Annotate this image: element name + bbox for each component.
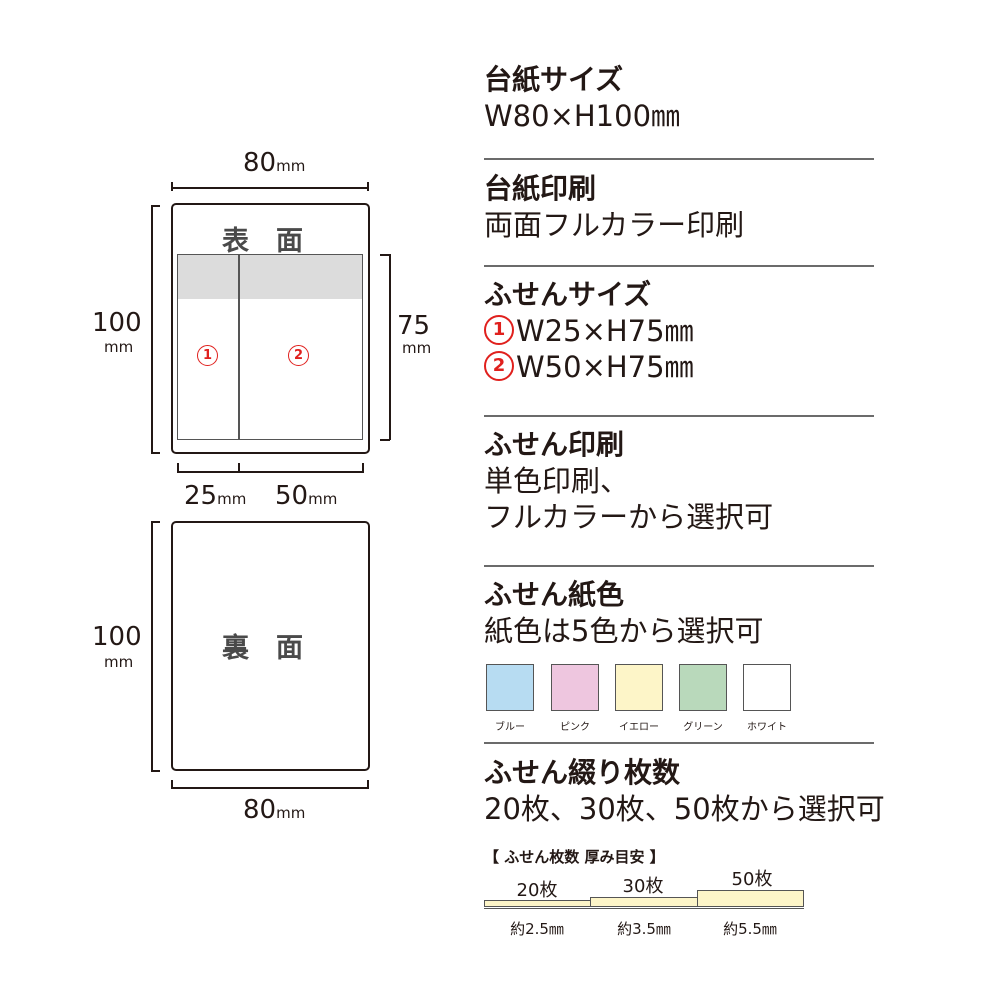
stack-30 xyxy=(590,897,698,907)
sticky-height-unit: mm xyxy=(402,339,432,357)
front-width-dimension: 80mm xyxy=(243,148,306,178)
board-print-value: 両面フルカラー印刷 xyxy=(484,208,745,242)
sticky-color-value: 紙色は5色から選択可 xyxy=(484,614,764,648)
sticky-sheets-title: ふせん綴り枚数 xyxy=(484,756,681,789)
swatch-white xyxy=(743,664,791,711)
marker-1-icon: 1 xyxy=(484,315,514,345)
swatch-blue xyxy=(486,664,534,711)
board-print-title: 台紙印刷 xyxy=(484,172,597,205)
swatch-pink xyxy=(551,664,599,711)
stack-count-50: 50枚 xyxy=(731,869,773,890)
sticky-height-line xyxy=(389,254,391,440)
divider xyxy=(484,742,874,744)
back-width-line xyxy=(172,787,368,789)
stack-thickness-20: 約2.5㎜ xyxy=(510,920,564,938)
thickness-guide-title: 【 ふせん枚数 厚み目安 】 xyxy=(484,848,665,866)
spec-board-size: 台紙サイズ W80×H100㎜ xyxy=(484,62,874,134)
front-width-line xyxy=(172,187,368,189)
front-label: 表 面 xyxy=(222,226,303,257)
marker-2-icon: 2 xyxy=(288,345,309,366)
swatch-label: ピンク xyxy=(560,722,590,733)
sticky-print-title: ふせん印刷 xyxy=(484,428,625,461)
stack-count-30: 30枚 xyxy=(622,876,664,897)
sticky-print-line-1: 単色印刷、 xyxy=(484,464,630,498)
swatch-label: イエロー xyxy=(619,722,659,733)
stack-baseline xyxy=(484,908,804,909)
sticky-size-title: ふせんサイズ xyxy=(484,278,652,311)
stack-50 xyxy=(697,890,804,907)
divider xyxy=(484,158,874,160)
spec-sticky-sheets: ふせん綴り枚数 20枚、30枚、50枚から選択可 xyxy=(484,755,885,827)
sticky-divider xyxy=(238,255,240,439)
front-height-line xyxy=(151,205,153,453)
sticky-color-title: ふせん紙色 xyxy=(484,578,625,611)
stack-thickness-30: 約3.5㎜ xyxy=(617,920,671,938)
marker-1-icon: 1 xyxy=(197,345,218,366)
divider xyxy=(484,415,874,417)
sticky-print-line-2: フルカラーから選択可 xyxy=(484,500,774,534)
swatch-label: グリーン xyxy=(683,722,723,733)
sticky-height-dimension: 75 xyxy=(397,311,431,341)
marker-2-icon: 2 xyxy=(484,351,514,381)
back-height-line xyxy=(151,521,153,771)
divider xyxy=(484,265,874,267)
back-width-dimension: 80mm xyxy=(243,795,306,825)
spec-sticky-color: ふせん紙色 紙色は5色から選択可 xyxy=(484,577,874,649)
sticky-width-line xyxy=(177,471,363,473)
swatch-yellow xyxy=(615,664,663,711)
back-height-unit: mm xyxy=(104,653,134,671)
divider xyxy=(484,565,874,567)
front-height-dimension: 100 xyxy=(92,308,142,338)
stack-20 xyxy=(484,900,591,907)
spec-sticky-print: ふせん印刷 単色印刷、 フルカラーから選択可 xyxy=(484,427,874,535)
board-size-value: W80×H100㎜ xyxy=(484,99,681,133)
sticky-glue-strip xyxy=(178,255,362,299)
stack-thickness-50: 約5.5㎜ xyxy=(723,920,777,938)
spec-board-print: 台紙印刷 両面フルカラー印刷 xyxy=(484,171,874,243)
swatch-label: ブルー xyxy=(495,722,525,733)
back-card xyxy=(171,521,370,771)
swatch-label: ホワイト xyxy=(747,722,787,733)
back-label: 裏 面 xyxy=(222,633,303,664)
swatch-green xyxy=(679,664,727,711)
stack-count-20: 20枚 xyxy=(516,880,558,901)
board-size-title: 台紙サイズ xyxy=(484,63,624,96)
sticky-2-width-dimension: 50mm xyxy=(275,481,338,511)
back-height-dimension: 100 xyxy=(92,622,142,652)
front-height-unit: mm xyxy=(104,338,134,356)
sticky-sheets-value: 20枚、30枚、50枚から選択可 xyxy=(484,792,885,826)
sticky-1-width-dimension: 25mm xyxy=(184,481,247,511)
